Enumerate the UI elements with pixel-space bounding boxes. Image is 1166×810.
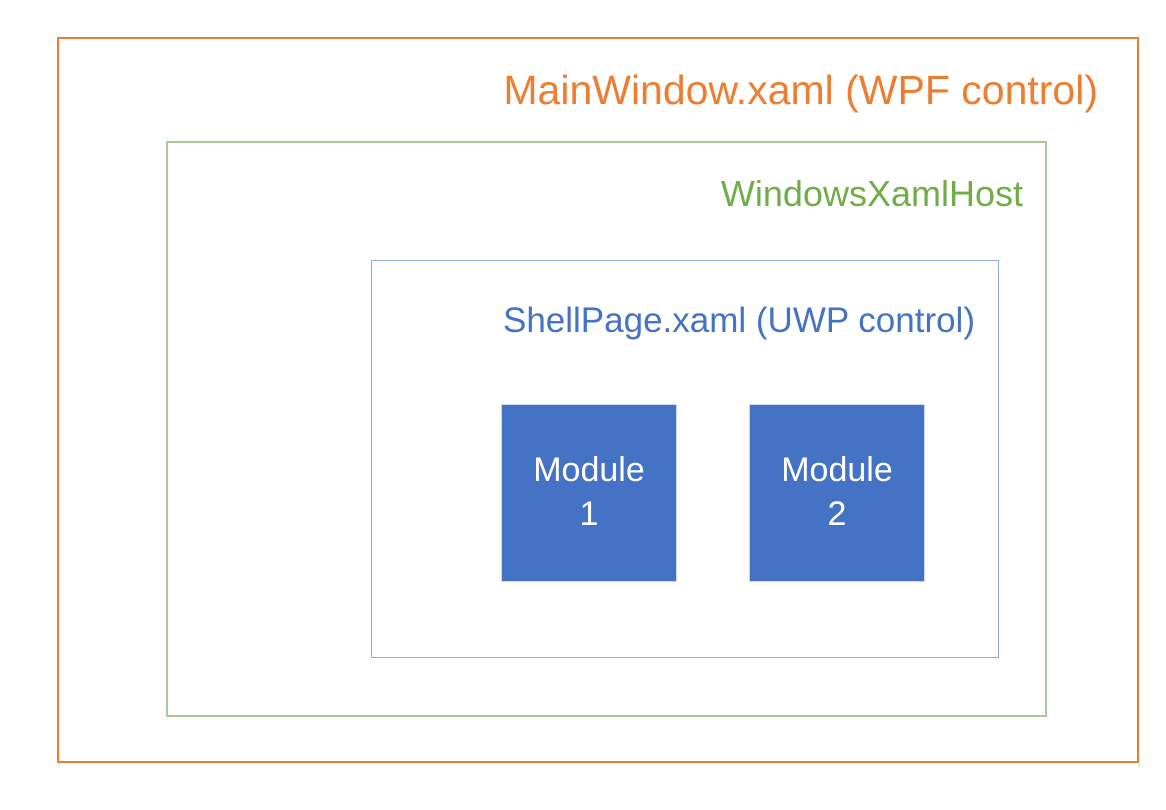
module-2-number: 2 bbox=[827, 495, 847, 533]
module-1-name: Module bbox=[533, 451, 645, 490]
module-1-number: 1 bbox=[579, 495, 599, 533]
shellpage-label: ShellPage.xaml (UWP control) bbox=[502, 301, 975, 340]
mainwindow-label: MainWindow.xaml (WPF control) bbox=[503, 67, 1098, 113]
windowsxamlhost-label: WindowsXamlHost bbox=[720, 173, 1023, 214]
module-2-tile: Module 2 bbox=[749, 404, 925, 582]
module-1-tile: Module 1 bbox=[501, 404, 677, 582]
module-2-name: Module bbox=[781, 451, 893, 490]
